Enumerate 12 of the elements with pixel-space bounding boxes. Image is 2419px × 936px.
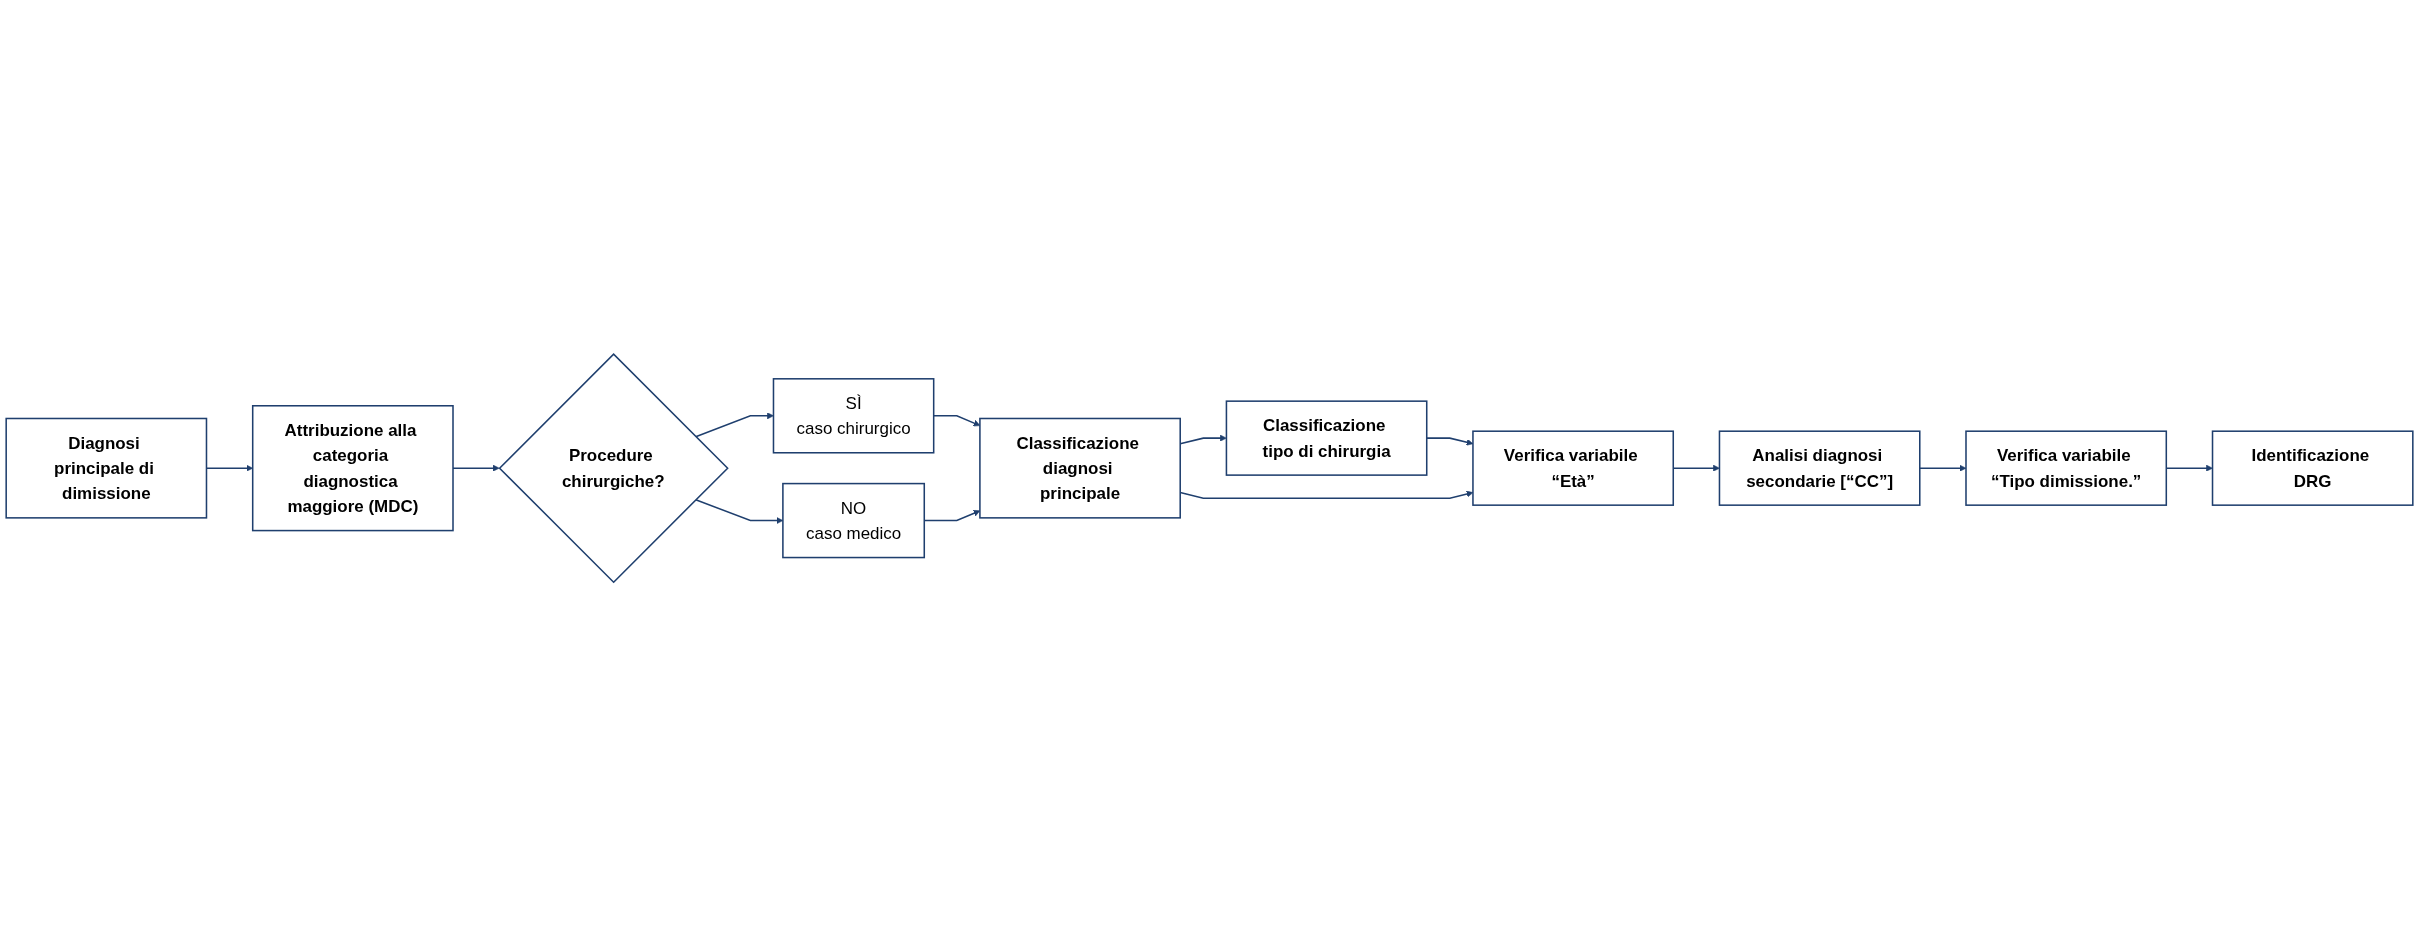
arrow	[1919, 464, 1967, 472]
node-box: Verifica variabile “Età”	[1472, 430, 1674, 506]
node-box: NO caso medico	[782, 482, 926, 559]
node-diamond: Procedure chirurgiche?	[498, 352, 729, 584]
node-box: Analisi diagnosi secondarie [“CC”]	[1718, 430, 1921, 506]
node-box: Verifica variabile “Tipo dimissione.”	[1965, 430, 2168, 506]
node-box: Diagnosi principale di dimissione	[5, 417, 208, 519]
node-box: Classificazione diagnosi principale	[979, 417, 1181, 519]
node-box: Classificazione tipo di chirurgia	[1225, 400, 1428, 476]
node-box: SÌ caso chirurgico	[772, 377, 935, 454]
node-box: Identificazione DRG	[2211, 430, 2414, 506]
node-box: Attribuzione alla categoria diagnostica maggiore (MDC)	[251, 404, 454, 532]
